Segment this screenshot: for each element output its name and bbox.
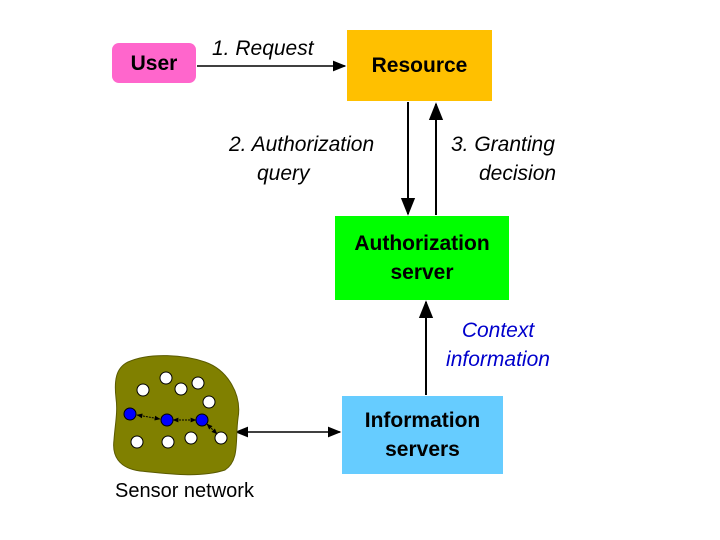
info-servers-label-line2: servers bbox=[385, 438, 460, 461]
auth-query-line1: 2. Authorization bbox=[229, 133, 375, 156]
auth-server-label-line1: Authorization bbox=[354, 232, 490, 255]
active-sensor-node bbox=[123, 407, 137, 421]
context-edge-label: Context information bbox=[438, 316, 558, 374]
sensor-node bbox=[174, 382, 188, 396]
sensor-network-label: Sensor network bbox=[115, 480, 254, 502]
active-sensor-nodes bbox=[123, 407, 209, 427]
sensor-node bbox=[214, 431, 228, 445]
info-servers-label-line1: Information bbox=[364, 409, 481, 432]
sensor-node bbox=[130, 435, 144, 449]
authorization-server-node: Authorization server bbox=[335, 216, 509, 300]
active-sensor-node bbox=[195, 413, 209, 427]
sensor-node bbox=[136, 383, 150, 397]
sensor-link bbox=[206, 423, 218, 435]
user-label: User bbox=[130, 51, 178, 75]
request-edge-label: 1. Request bbox=[212, 37, 314, 60]
granting-line2: decision bbox=[479, 162, 557, 185]
sensor-node bbox=[159, 371, 173, 385]
sensor-node bbox=[184, 431, 198, 445]
resource-label: Resource bbox=[371, 54, 468, 77]
resource-node: Resource bbox=[347, 30, 492, 101]
context-line1: Context bbox=[461, 319, 535, 342]
auth-query-edge-label: 2. Authorization query bbox=[229, 130, 374, 188]
auth-query-line2: query bbox=[257, 162, 310, 185]
granting-line1: 3. Granting bbox=[451, 133, 555, 156]
sensor-node bbox=[191, 376, 205, 390]
sensor-link bbox=[136, 413, 161, 421]
auth-server-label-line2: server bbox=[390, 261, 454, 284]
sensor-nodes bbox=[130, 371, 228, 449]
user-node: User bbox=[112, 43, 196, 83]
active-sensor-node bbox=[160, 413, 174, 427]
context-line2: information bbox=[446, 348, 550, 371]
information-servers-node: Information servers bbox=[342, 396, 503, 474]
granting-edge-label: 3. Granting decision bbox=[451, 130, 556, 188]
sensor-node bbox=[161, 435, 175, 449]
sensor-node bbox=[202, 395, 216, 409]
